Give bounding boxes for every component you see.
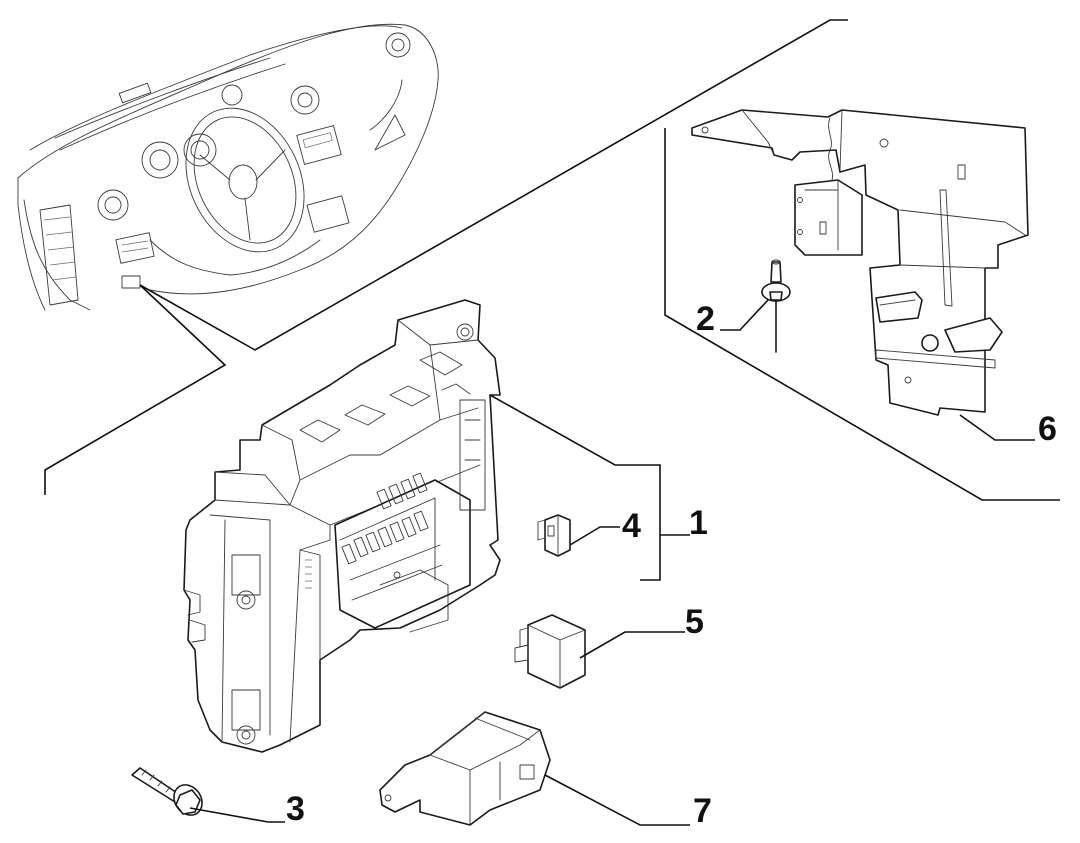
rivet-part [761,259,791,353]
callout-5: 5 [685,603,704,641]
callout-4: 4 [622,507,641,545]
relay-part [514,614,586,689]
screw-part [131,767,203,816]
leader-3 [189,807,285,823]
dashboard-illustration [17,23,439,311]
leader-1 [489,394,661,581]
detail-callout-lines [44,19,848,495]
leader-7 [544,774,690,826]
callout-6: 6 [1038,410,1057,448]
callout-1: 1 [689,504,708,542]
leader-2 [720,299,769,331]
callout-labels: 1 2 3 4 5 6 7 [286,300,1057,830]
leader-4 [569,526,620,546]
body-computer-unit-part [183,299,501,753]
callout-2: 2 [696,300,715,338]
leader-5 [579,631,685,659]
fuse-part [537,514,571,557]
part-6-region-lines [664,128,1060,501]
relay-bracket-part [379,711,551,826]
mounting-bracket-part [691,109,1029,416]
callout-7: 7 [693,792,712,830]
leader-lines [189,299,1035,826]
leader-6 [959,414,1035,441]
callout-3: 3 [286,790,305,828]
